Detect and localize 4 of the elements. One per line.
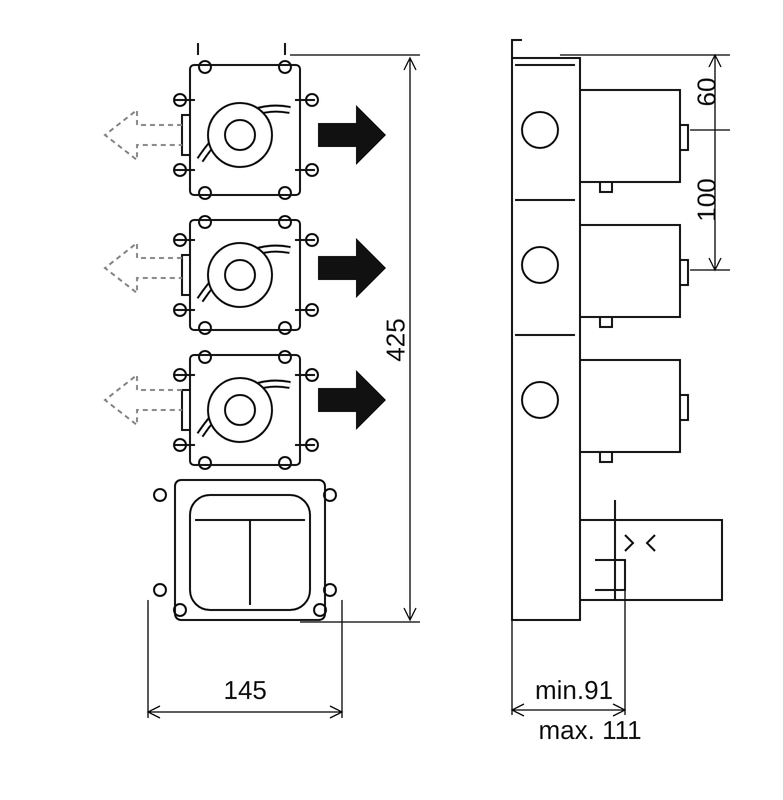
dimension-label: 145 <box>224 677 267 703</box>
dimension-label: min.91 <box>535 677 614 703</box>
dimension-label: 425 <box>382 318 408 362</box>
dimension-label: max. 111 <box>538 717 642 743</box>
